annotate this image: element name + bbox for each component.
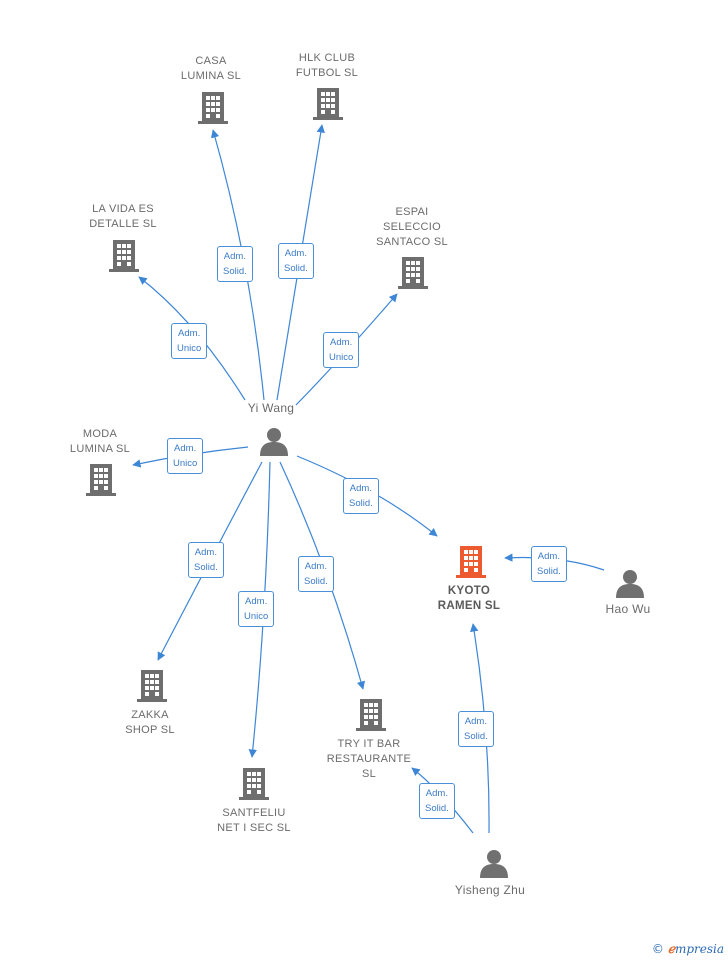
edge-label-casa: Adm. Solid.	[217, 246, 253, 282]
brand-name: mpresia	[674, 942, 724, 956]
edge-label-hlk: Adm. Solid.	[278, 243, 314, 279]
person-label-yiwang[interactable]: Yi Wang	[247, 401, 295, 415]
edge-label-zakka: Adm. Solid.	[188, 542, 224, 578]
company-label-moda[interactable]: MODA LUMINA SL	[69, 428, 131, 455]
edge-label-lavida: Adm. Unico	[171, 323, 208, 359]
company-label-lavida[interactable]: LA VIDA ES DETALLE SL	[89, 203, 157, 230]
company-label-santfeliu[interactable]: SANTFELIU NET I SEC SL	[217, 807, 291, 834]
edge-label-moda: Adm. Unico	[167, 438, 204, 474]
building-icon[interactable]	[239, 768, 269, 800]
edge-label-kyoto-haowu: Adm. Solid.	[531, 546, 567, 582]
edge-label-espai: Adm. Unico	[323, 332, 360, 368]
edge-label-santfeliu: Adm. Unico	[238, 591, 275, 627]
building-icon-highlighted[interactable]	[456, 546, 486, 578]
edge-label-tryit-yisheng: Adm. Solid.	[419, 783, 455, 819]
brand-logo[interactable]: ©ℯmpresia	[652, 942, 724, 956]
company-label-tryit[interactable]: TRY IT BAR RESTAURANTE SL	[326, 738, 412, 780]
person-label-haowu[interactable]: Hao Wu	[605, 602, 651, 616]
company-label-kyoto[interactable]: KYOTO RAMEN SL	[437, 585, 501, 612]
company-label-hlk[interactable]: HLK CLUB FUTBOL SL	[295, 52, 359, 79]
building-icon[interactable]	[198, 92, 228, 124]
building-icon[interactable]	[109, 240, 139, 272]
building-icon[interactable]	[86, 464, 116, 496]
edge-label-kyoto-yiwang: Adm. Solid.	[343, 478, 379, 514]
building-icon[interactable]	[356, 699, 386, 731]
person-label-yisheng[interactable]: Yisheng Zhu	[454, 883, 526, 897]
company-label-zakka[interactable]: ZAKKA SHOP SL	[125, 709, 175, 736]
brand-e: ℯ	[667, 942, 675, 956]
building-icon[interactable]	[398, 257, 428, 289]
person-icon[interactable]	[480, 850, 508, 878]
company-label-espai[interactable]: ESPAI SELECCIO SANTACO SL	[376, 206, 448, 248]
building-icon[interactable]	[313, 88, 343, 120]
edge-label-tryit-yiwang: Adm. Solid.	[298, 556, 334, 592]
person-icon[interactable]	[616, 570, 644, 598]
person-icon[interactable]	[260, 428, 288, 456]
company-label-casa[interactable]: CASA LUMINA SL	[180, 55, 242, 82]
edge-label-kyoto-yisheng: Adm. Solid.	[458, 711, 494, 747]
building-icon[interactable]	[137, 670, 167, 702]
copyright-icon: ©	[651, 942, 664, 956]
